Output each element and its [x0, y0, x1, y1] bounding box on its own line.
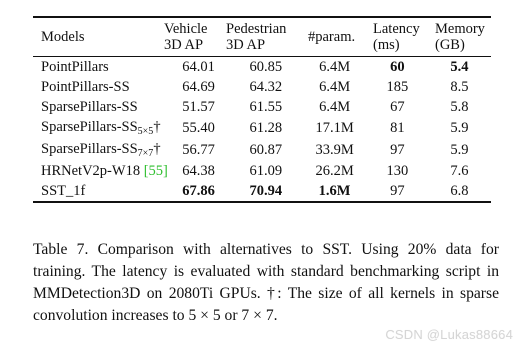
- header-vehicle-line2: 3D AP: [164, 37, 204, 53]
- dagger-mark: †: [153, 141, 161, 157]
- model-name: SparsePillars-SS: [41, 141, 138, 157]
- memory-cell: 6.8: [450, 183, 469, 199]
- pedestrian-cell: 61.28: [249, 120, 283, 136]
- pedestrian-cell: 61.55: [249, 99, 283, 115]
- table-bottom-rule: [33, 201, 491, 203]
- header-latency-line1: Latency: [373, 21, 420, 37]
- vehicle-cell: 64.38: [182, 163, 215, 179]
- header-models: Models: [41, 29, 85, 45]
- params-cell: 17.1M: [315, 120, 354, 136]
- model-name-cell: SparsePillars-SS: [33, 97, 168, 117]
- params-cell: 6.4M: [319, 79, 351, 95]
- vehicle-cell: 51.57: [182, 99, 215, 115]
- pedestrian-cell: 60.85: [249, 59, 283, 75]
- params-cell: 6.4M: [319, 59, 351, 75]
- memory-cell: 7.6: [450, 163, 469, 179]
- vehicle-cell: 56.77: [182, 142, 215, 158]
- memory-cell: 5.4: [450, 59, 469, 75]
- header-memory-line1: Memory: [435, 21, 485, 37]
- vehicle-cell: 64.01: [182, 59, 215, 75]
- model-name-cell: PointPillars: [33, 57, 168, 77]
- citation-link[interactable]: [55]: [143, 163, 168, 179]
- kernel-size-subscript: 7×7: [137, 148, 154, 159]
- model-name: PointPillars: [41, 59, 109, 75]
- header-params: #param.: [308, 29, 356, 45]
- table-row: SparsePillars-SS7×7† 56.77 60.87 33.9M 97 5.9: [33, 139, 491, 161]
- latency-cell: 130: [386, 163, 409, 179]
- latency-cell: 97: [390, 142, 405, 158]
- header-vehicle-line1: Vehicle: [164, 21, 208, 37]
- table-row: SST_1f 67.86 70.94 1.6M 97 6.8: [33, 181, 491, 201]
- table-row: SparsePillars-SS 51.57 61.55 6.4M 67 5.8: [33, 97, 491, 117]
- model-name-cell: SparsePillars-SS7×7†: [33, 139, 168, 161]
- params-cell: 33.9M: [315, 142, 354, 158]
- vehicle-cell: 67.86: [182, 183, 215, 199]
- header-pedestrian-line1: Pedestrian: [226, 21, 287, 37]
- latency-cell: 185: [386, 79, 409, 95]
- table-row: HRNetV2p-W18 [55] 64.38 61.09 26.2M 130 7.6: [33, 161, 491, 181]
- header-latency: Latency(ms): [365, 18, 427, 56]
- header-pedestrian-line2: 3D AP: [226, 37, 266, 53]
- latency-cell: 97: [390, 183, 405, 199]
- header-memory-line2: (GB): [435, 37, 465, 53]
- model-name-cell: SST_1f: [33, 181, 168, 201]
- params-cell: 6.4M: [319, 99, 351, 115]
- table-row: SparsePillars-SS5×5† 55.40 61.28 17.1M 81 5.9: [33, 117, 491, 139]
- vehicle-cell: 64.69: [182, 79, 215, 95]
- memory-cell: 5.8: [450, 99, 469, 115]
- kernel-size-subscript: 5×5: [137, 126, 154, 137]
- header-latency-line2: (ms): [373, 37, 400, 53]
- csdn-watermark: CSDN @Lukas88664: [385, 327, 513, 342]
- pedestrian-cell: 70.94: [249, 183, 283, 199]
- model-name-cell: SparsePillars-SS5×5†: [33, 117, 168, 139]
- memory-cell: 5.9: [450, 120, 469, 136]
- latency-cell: 81: [390, 120, 405, 136]
- table-top-rule: [33, 16, 491, 18]
- model-name-cell: PointPillars-SS: [33, 77, 168, 97]
- model-name: HRNetV2p-W18: [41, 163, 141, 179]
- model-name: SST_1f: [41, 183, 86, 199]
- memory-cell: 5.9: [450, 142, 469, 158]
- vehicle-cell: 55.40: [182, 120, 215, 136]
- model-name: SparsePillars-SS: [41, 119, 138, 135]
- params-cell: 1.6M: [318, 183, 351, 199]
- pedestrian-cell: 60.87: [249, 142, 283, 158]
- table-caption: Table 7. Comparison with alternatives to…: [33, 241, 499, 324]
- model-name: SparsePillars-SS: [41, 99, 138, 115]
- latency-cell: 67: [390, 99, 405, 115]
- memory-cell: 8.5: [450, 79, 469, 95]
- model-name-cell: HRNetV2p-W18 [55]: [33, 161, 168, 181]
- table-row: PointPillars-SS 64.69 64.32 6.4M 185 8.5: [33, 77, 491, 97]
- pedestrian-cell: 61.09: [249, 163, 283, 179]
- pedestrian-cell: 64.32: [249, 79, 283, 95]
- table-header-rule: [33, 56, 491, 57]
- latency-cell: 60: [390, 59, 405, 75]
- header-memory: Memory(GB): [427, 18, 491, 56]
- params-cell: 26.2M: [315, 163, 354, 179]
- dagger-mark: †: [153, 119, 161, 135]
- model-name: PointPillars-SS: [41, 79, 130, 95]
- table-row: PointPillars 64.01 60.85 6.4M 60 5.4: [33, 57, 491, 77]
